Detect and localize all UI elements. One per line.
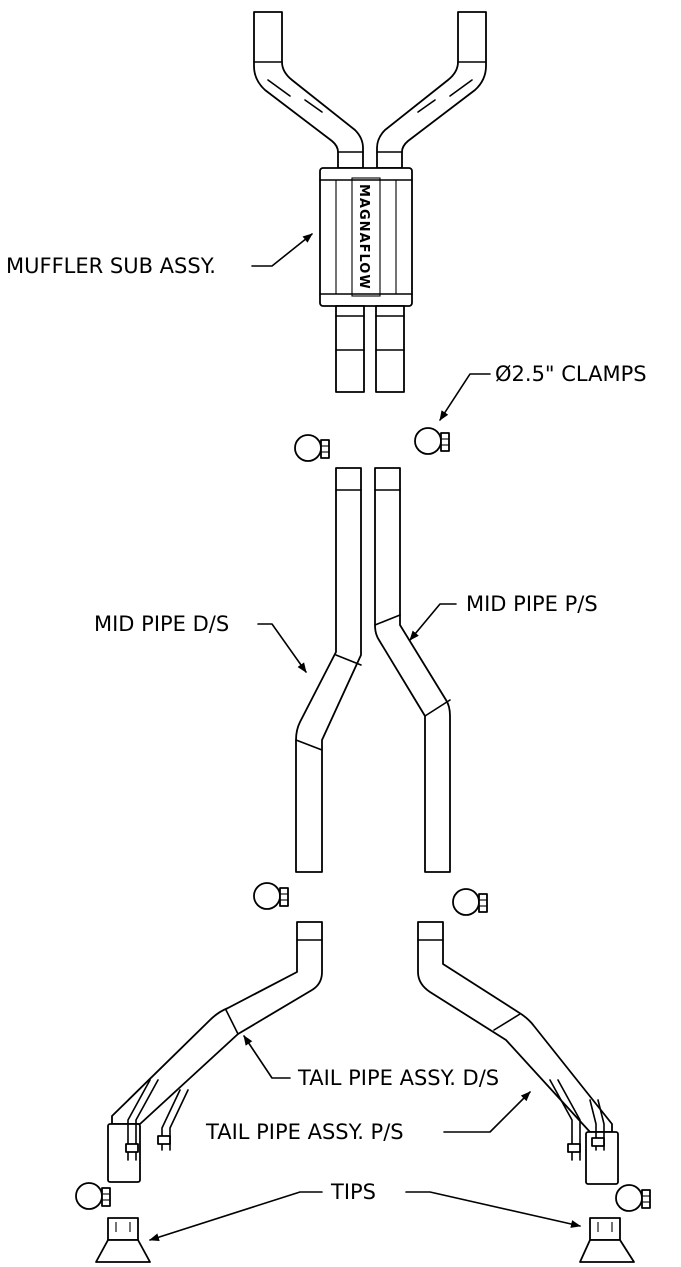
mid-pipe-ps bbox=[374, 467, 451, 873]
clamp-mid-right bbox=[452, 888, 488, 916]
label-muffler: MUFFLER SUB ASSY. bbox=[6, 254, 216, 278]
label-mid-pipe-ds: MID PIPE D/S bbox=[94, 612, 229, 636]
muffler-outlets bbox=[335, 305, 405, 393]
label-tail-pipe-ps: TAIL PIPE ASSY. P/S bbox=[205, 1120, 404, 1144]
leader-lines bbox=[149, 233, 581, 1242]
label-tips: TIPS bbox=[330, 1180, 376, 1204]
y-pipe-inlets bbox=[253, 11, 487, 169]
label-mid-pipe-ps: MID PIPE P/S bbox=[466, 592, 598, 616]
clamp-upper-left bbox=[294, 434, 330, 462]
muffler-body: MAGNAFLOW bbox=[319, 167, 413, 307]
tail-pipe-ps bbox=[417, 921, 619, 1185]
tip-left bbox=[95, 1217, 151, 1263]
tip-right bbox=[579, 1217, 635, 1263]
clamp-upper-right bbox=[414, 427, 450, 455]
callout-labels: MUFFLER SUB ASSY. Ø2.5" CLAMPS MID PIPE … bbox=[6, 254, 647, 1204]
clamp-low-left bbox=[75, 1182, 111, 1210]
clamp-low-right bbox=[615, 1184, 651, 1212]
mid-pipe-ds bbox=[295, 467, 362, 873]
muffler-brand-text: MAGNAFLOW bbox=[356, 184, 371, 290]
label-tail-pipe-ds: TAIL PIPE ASSY. D/S bbox=[297, 1066, 499, 1090]
label-clamps: Ø2.5" CLAMPS bbox=[495, 362, 647, 386]
clamp-mid-left bbox=[253, 882, 289, 910]
tail-pipe-ds bbox=[107, 921, 323, 1183]
